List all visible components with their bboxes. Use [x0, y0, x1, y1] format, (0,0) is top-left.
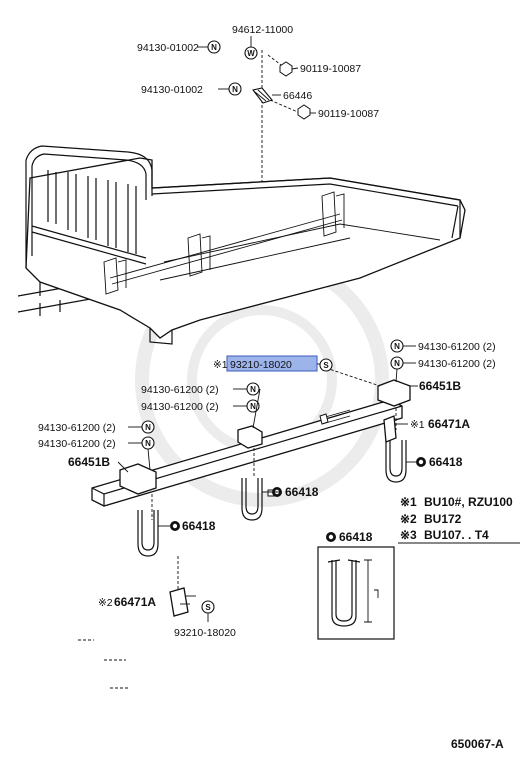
label-66471A-right[interactable]: 66471A — [428, 417, 470, 431]
label-90119-10087-mid[interactable]: 90119-10087 — [318, 108, 379, 120]
nut-icon[interactable]: N — [141, 420, 155, 434]
legend-text-1: BU10#, RZU100 — [424, 495, 513, 509]
label-66451B-left[interactable]: 66451B — [68, 455, 110, 469]
nut-icon[interactable]: N — [141, 436, 155, 450]
u-bolt-left[interactable] — [137, 510, 159, 557]
highlight-box — [226, 355, 318, 372]
legend: ※1 BU10#, RZU100 ※2 BU172 ※3 BU107. . T4 — [398, 495, 520, 544]
label-94130-61200-r1[interactable]: 94130-61200 (2) — [418, 341, 496, 353]
leader-lines — [117, 345, 416, 622]
legend-mark-2: ※2 — [400, 512, 417, 526]
label-93210-18020-highlighted[interactable]: 93210-18020 — [230, 359, 292, 371]
svg-text:N: N — [232, 85, 238, 94]
label-94130-01002-top[interactable]: 94130-01002 — [137, 42, 199, 54]
nut-icon[interactable]: N — [207, 40, 221, 54]
label-94130-01002-mid[interactable]: 94130-01002 — [141, 84, 203, 96]
label-94130-61200-l1[interactable]: 94130-61200 (2) — [38, 422, 116, 434]
legend-text-3: BU107. . T4 — [424, 528, 489, 542]
u-bolt-center[interactable] — [241, 478, 263, 521]
bolt-icon[interactable] — [279, 61, 299, 77]
nut-icon[interactable]: N — [390, 356, 404, 370]
label-66418-right[interactable]: 66418 — [429, 455, 463, 469]
svg-text:N: N — [145, 439, 151, 448]
spring-icon[interactable]: S — [201, 600, 215, 614]
bolt-icon[interactable] — [297, 104, 316, 120]
detail-box: 66418 — [317, 530, 395, 640]
shackle-pin[interactable] — [252, 87, 273, 104]
svg-text:S: S — [205, 603, 211, 612]
label-66446[interactable]: 66446 — [283, 90, 312, 102]
nut-icon[interactable]: N — [246, 382, 260, 396]
label-66471A-left-prefix: ※2 — [98, 597, 113, 609]
truck-bed — [17, 145, 466, 345]
nut-icon[interactable]: N — [228, 82, 242, 96]
spring-icon[interactable]: S — [319, 358, 333, 372]
svg-text:N: N — [250, 402, 256, 411]
label-93210-18020-bottom[interactable]: 93210-18020 — [174, 627, 236, 639]
svg-text:N: N — [211, 43, 217, 52]
legend-mark-1: ※1 — [400, 495, 417, 509]
spring-assembly — [91, 367, 411, 617]
bullet-icon — [170, 457, 426, 542]
label-66418-center[interactable]: 66418 — [285, 485, 319, 499]
svg-text:S: S — [323, 361, 329, 370]
label-94130-61200-r2[interactable]: 94130-61200 (2) — [418, 358, 496, 370]
svg-text:N: N — [394, 342, 400, 351]
svg-text:W: W — [247, 49, 255, 58]
diagram-id: 650067-A — [451, 737, 504, 751]
label-90119-10087-top[interactable]: 90119-10087 — [300, 63, 361, 75]
label-94130-61200-l2[interactable]: 94130-61200 (2) — [38, 438, 116, 450]
label-66418-box[interactable]: 66418 — [339, 530, 373, 544]
label-93210-18020-prefix: ※1 — [213, 359, 228, 371]
stray-marks — [78, 639, 128, 689]
nut-icon[interactable]: N — [390, 339, 404, 353]
u-bolt-right[interactable] — [385, 440, 407, 483]
legend-text-2: BU172 — [424, 512, 462, 526]
label-66418-left[interactable]: 66418 — [182, 519, 216, 533]
svg-text:N: N — [250, 385, 256, 394]
label-94130-61200-c2[interactable]: 94130-61200 (2) — [141, 401, 219, 413]
label-94130-61200-c1[interactable]: 94130-61200 (2) — [141, 384, 219, 396]
washer-icon[interactable]: W — [244, 46, 258, 60]
top-hardware: W N N — [197, 36, 316, 215]
svg-text:N: N — [145, 423, 151, 432]
label-66451B-right[interactable]: 66451B — [419, 379, 461, 393]
label-66471A-right-prefix: ※1 — [410, 419, 425, 431]
svg-text:N: N — [394, 359, 400, 368]
label-94612-11000[interactable]: 94612-11000 — [232, 24, 293, 36]
label-66471A-left[interactable]: 66471A — [114, 595, 156, 609]
legend-mark-3: ※3 — [400, 528, 417, 542]
